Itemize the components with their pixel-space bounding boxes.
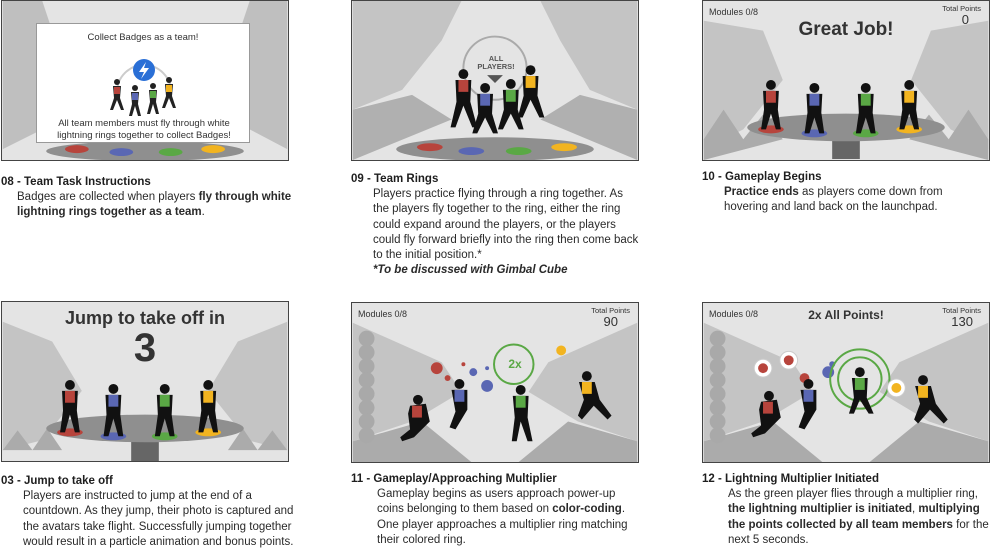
total-points-value: 130: [951, 314, 973, 329]
caption-text: .: [201, 206, 205, 219]
total-points-label: Total Points: [942, 306, 981, 315]
caption-title: 11 - Gameplay/Approaching Multiplier: [351, 473, 557, 485]
caption-text: for the next 5 seconds.: [728, 518, 989, 546]
caption-text: as players come down from hovering and l…: [724, 186, 943, 214]
instruction-dialog: Collect Badges as a team! All team membe…: [36, 23, 250, 143]
caption-title: 12 - Lightning Multiplier Initiated: [702, 473, 879, 485]
caption-08: 08 - Team Task Instructions Badges are c…: [1, 175, 301, 221]
storyboard-panel-09: ALL PLAYERS!: [351, 0, 639, 161]
caption-note: *To be discussed with Gimbal Cube: [373, 264, 568, 277]
headline: 2x All Points!: [808, 308, 884, 322]
team-badge-illustration: [110, 59, 176, 116]
dialog-instructions: All team members must fly through white …: [57, 118, 231, 141]
caption-emphasis: fly through white lightning rings togeth…: [17, 191, 292, 219]
caption-body: Badges are collected when players fly th…: [1, 190, 301, 220]
caption-body: As the green player flies through a mult…: [702, 487, 992, 548]
caption-emphasis: the lightning multiplier is initiated: [728, 503, 912, 516]
caption-11: 11 - Gameplay/Approaching Multiplier Gam…: [351, 472, 641, 548]
scene-11: [352, 322, 638, 462]
caption-text: ,: [912, 503, 919, 516]
caption-body: Gameplay begins as users approach power-…: [351, 487, 641, 548]
scene-10: [703, 20, 989, 160]
caption-12: 12 - Lightning Multiplier Initiated As t…: [702, 472, 992, 548]
storyboard-panel-08: Collect Badges as a team! All team membe…: [1, 0, 289, 161]
caption-text: Gameplay begins as users approach power-…: [377, 488, 616, 516]
headline: Jump to take off in: [64, 308, 225, 328]
caption-body: Players are instructed to jump at the en…: [23, 490, 294, 548]
total-points-label: Total Points: [942, 4, 981, 13]
caption-title: 08 - Team Task Instructions: [1, 176, 151, 188]
modules-counter: Modules 0/8: [709, 309, 759, 319]
modules-counter: Modules 0/8: [358, 309, 408, 319]
multiplier-ring-label: 2x: [508, 357, 522, 371]
caption-03: 03 - Jump to take off Players are instru…: [1, 474, 301, 550]
caption-title: 09 - Team Rings: [351, 173, 439, 185]
storyboard-panel-11: Modules 0/8 Total Points 90 2x: [351, 302, 639, 463]
caption-emphasis: color-coding: [552, 503, 622, 516]
caption-emphasis: Practice ends: [724, 186, 799, 199]
headline: Great Job!: [798, 19, 894, 40]
caption-emphasis: multiplying the points collected by all …: [728, 503, 980, 531]
modules-counter: Modules 0/8: [709, 7, 759, 17]
scene-09: [352, 1, 638, 160]
caption-09: 09 - Team Rings Players practice flying …: [351, 172, 641, 278]
total-points-value: 0: [961, 12, 969, 27]
caption-text: Badges are collected when players: [17, 191, 199, 204]
total-points-label: Total Points: [591, 306, 630, 315]
caption-text: . One player approaches a multiplier rin…: [377, 503, 628, 546]
caption-body: Players practice flying through a ring t…: [373, 188, 639, 261]
scene-03: [2, 321, 288, 461]
caption-body: Practice ends as players come down from …: [702, 185, 982, 215]
scene-12: [703, 322, 989, 462]
caption-10: 10 - Gameplay Begins Practice ends as pl…: [702, 170, 982, 216]
storyboard-panel-03: Jump to take off in 3: [1, 301, 289, 462]
ring-label: ALL PLAYERS!: [477, 54, 515, 72]
storyboard-panel-12: Modules 0/8 Total Points 130 2x All Poin…: [702, 302, 990, 463]
dialog-heading: Collect Badges as a team!: [87, 32, 199, 43]
caption-text: As the green player flies through a mult…: [728, 488, 978, 501]
storyboard-panel-10: Modules 0/8 Total Points 0 Great Job!: [702, 0, 990, 161]
caption-title: 10 - Gameplay Begins: [702, 171, 822, 183]
caption-title: 03 - Jump to take off: [1, 475, 113, 487]
total-points-value: 90: [603, 314, 618, 329]
countdown-number: 3: [133, 326, 157, 370]
